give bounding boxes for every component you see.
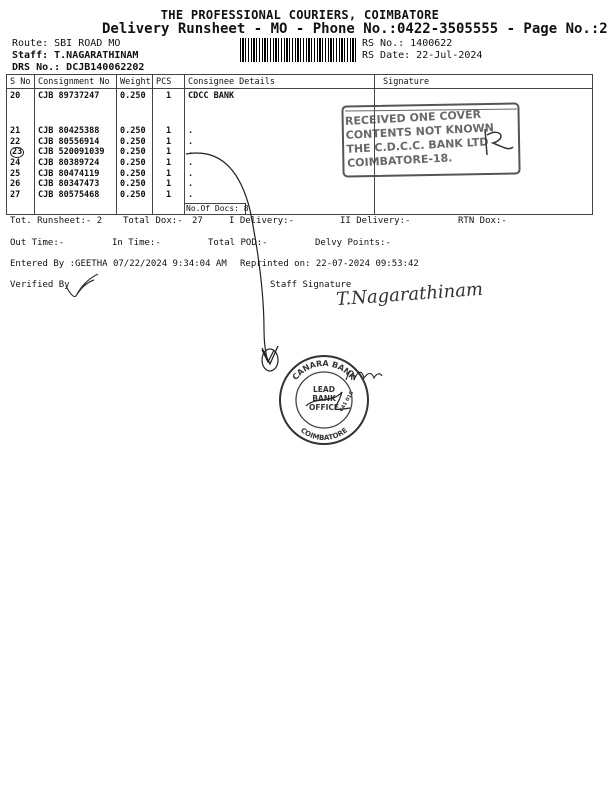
no-of-docs: No.Of Docs: 8	[184, 203, 249, 215]
cell-consignment: CJB 80425388	[34, 126, 117, 137]
total-pod: Total POD:-	[208, 238, 268, 248]
col-sno: S No	[6, 74, 35, 89]
cell-sno: 23	[6, 147, 35, 158]
received-stamp: RECEIVED ONE COVER CONTENTS NOT KNOWN TH…	[341, 99, 521, 179]
table-row: 20 CJB 89737247 0.250 1 CDCC BANK	[6, 88, 593, 104]
rtn-dox: RTN Dox:-	[458, 216, 507, 226]
cell-weight: 0.250	[116, 158, 153, 169]
cell-consignment: CJB 80556914	[34, 136, 117, 147]
cell-signature	[374, 136, 593, 147]
canara-bank-seal: CANARA BANK COIMBATORE 641 018 LEAD BANK…	[279, 355, 369, 445]
total-dox: Total Dox:-	[123, 216, 183, 226]
drs-number: DRS No.: DCJB140062202	[12, 62, 145, 73]
barcode	[240, 38, 356, 62]
seal-center-line: OFFICE	[309, 403, 339, 412]
cell-pcs: 1	[152, 126, 185, 137]
company-name: THE PROFESSIONAL COURIERS, COIMBATORE	[160, 8, 440, 22]
cell-sno: 21	[6, 126, 35, 137]
staff-label: Staff: T.NAGARATHINAM	[12, 50, 139, 61]
cell-sno: 20	[6, 88, 35, 104]
table-footer-row	[6, 200, 593, 215]
cell-consignment: CJB 80347473	[34, 179, 117, 190]
verified-signature-mark	[65, 273, 99, 298]
cell-weight: 0.250	[116, 189, 153, 200]
cell-consignment: CJB 80389724	[34, 158, 117, 169]
in-time: In Time:-	[112, 238, 161, 248]
reprinted-on: Reprinted on: 22-07-2024 09:53:42	[240, 259, 419, 269]
cell-signature	[374, 189, 593, 200]
cell-weight: 0.250	[116, 147, 153, 158]
table-row: 24 CJB 80389724 0.250 1 .	[6, 158, 593, 169]
total-dox-value: 27	[192, 216, 203, 226]
stamp-border	[341, 102, 521, 178]
rs-date: RS Date: 22-Jul-2024	[362, 50, 483, 61]
i-delivery: I Delivery:-	[229, 216, 295, 226]
seal-signature-mark	[305, 391, 351, 411]
table-header-row: S No Consignment No Weight PCS Consignee…	[6, 74, 593, 89]
entered-by: Entered By :GEETHA 07/22/2024 9:34:04 AM	[10, 259, 227, 269]
initial-mark	[261, 345, 279, 372]
cell-weight: 0.250	[116, 88, 153, 104]
ii-delivery: II Delivery:-	[340, 216, 411, 226]
col-pcs: PCS	[152, 74, 185, 89]
cell-sno: 24	[6, 158, 35, 169]
delvy-points: Delvy Points:-	[315, 238, 391, 248]
stamp-signature-mark	[484, 128, 514, 156]
table-row: 22 CJB 80556914 0.250 1 .	[6, 136, 593, 147]
cell-weight: 0.250	[116, 126, 153, 137]
table-row: 23 CJB 520091039 0.250 1 .	[6, 147, 593, 158]
seal-center-line: LEAD	[313, 385, 335, 394]
cell-pcs: 1	[152, 88, 185, 104]
col-consignee: Consignee Details	[184, 74, 375, 89]
seal-side-scribble	[345, 370, 383, 381]
col-signature: Signature	[374, 74, 593, 89]
cell-sno: 27	[6, 189, 35, 200]
route-label: Route: SBI ROAD MO	[12, 38, 121, 49]
cell-sno: 22	[6, 136, 35, 147]
cell-consignment: CJB 520091039	[34, 147, 117, 158]
out-time: Out Time:-	[10, 238, 65, 248]
cell-signature	[374, 147, 593, 158]
cell-consignment: CJB 80575468	[34, 189, 117, 200]
table-spacer	[6, 104, 593, 126]
circled-sno: 23	[10, 147, 25, 158]
staff-handwritten-signature: T.Nagarathinam	[335, 278, 484, 311]
table-row: 27 CJB 80575468 0.250 1 .	[6, 189, 593, 200]
col-consignment: Consignment No	[34, 74, 117, 89]
cell-weight: 0.250	[116, 179, 153, 190]
cell-weight: 0.250	[116, 136, 153, 147]
staff-signature-label: Staff Signature	[270, 280, 352, 290]
table-row: 26 CJB 80347473 0.250 1 .	[6, 179, 593, 190]
cell-signature	[374, 126, 593, 137]
rs-number: RS No.: 1400622	[362, 38, 453, 49]
seal-center-line: BANK	[312, 394, 337, 403]
cell-consignment: CJB 80474119	[34, 168, 117, 179]
runsheet-table: S No Consignment No Weight PCS Consignee…	[6, 74, 593, 215]
cell-sno: 25	[6, 168, 35, 179]
tot-runsheet: Tot. Runsheet:- 2	[10, 216, 103, 226]
cell-consignment: CJB 89737247	[34, 88, 117, 104]
cell-signature	[374, 158, 593, 169]
cell-weight: 0.250	[116, 168, 153, 179]
cell-signature	[374, 88, 593, 104]
stamp-text: RECEIVED ONE COVER CONTENTS NOT KNOWN TH…	[345, 107, 496, 171]
cell-sno: 26	[6, 179, 35, 190]
sheet-title: Delivery Runsheet - MO - Phone No.:0422-…	[102, 21, 608, 37]
table-row: 21 CJB 80425388 0.250 1 .	[6, 126, 593, 137]
cell-signature	[374, 179, 593, 190]
verified-by: Verified By	[10, 280, 70, 290]
col-weight: Weight	[116, 74, 153, 89]
pen-stroke-arrow	[185, 152, 275, 364]
